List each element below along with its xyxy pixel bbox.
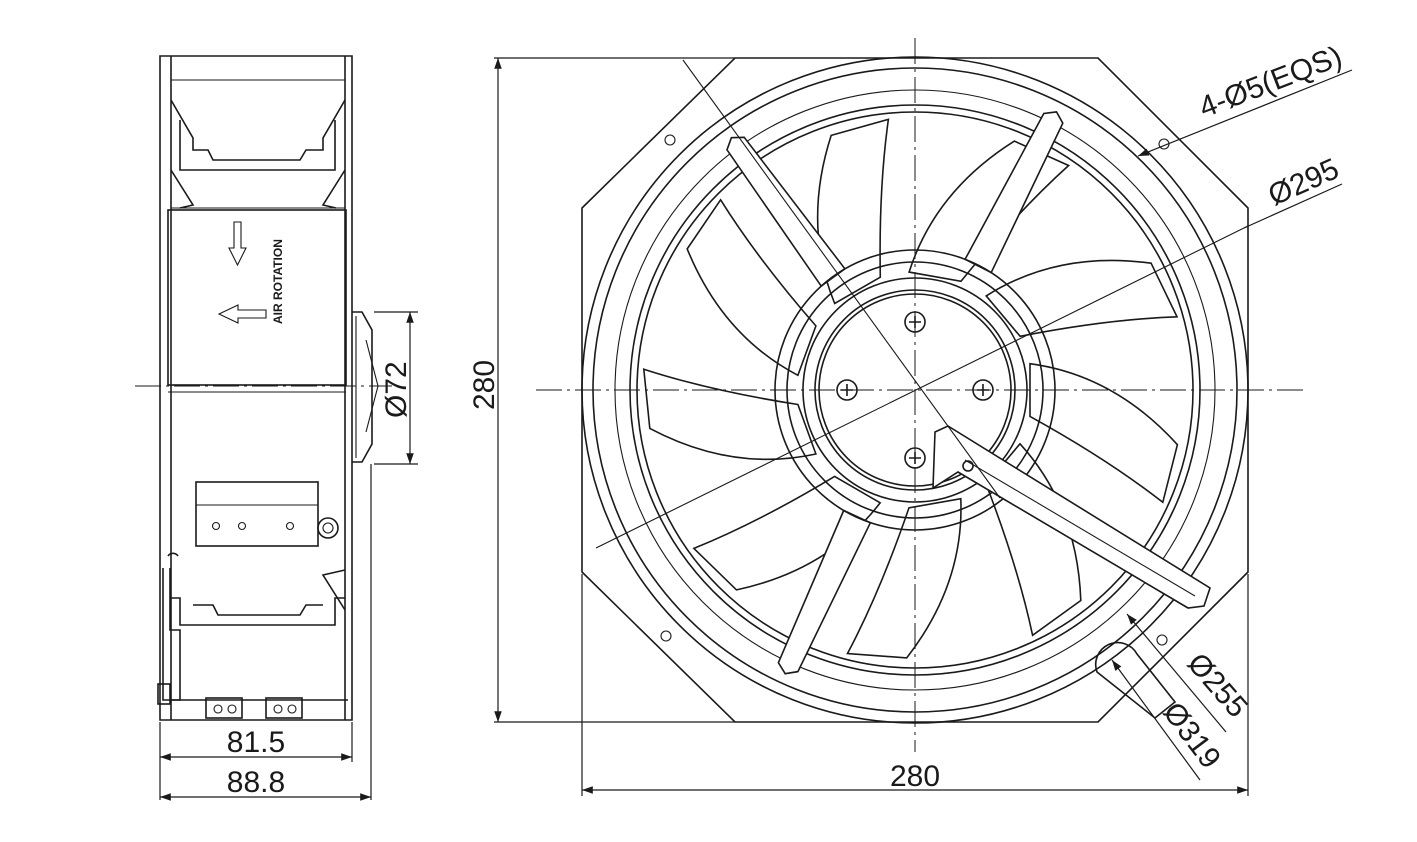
side-housing-outline: [159, 55, 353, 721]
fan-blades: [642, 118, 1179, 659]
mount-hole-icon: [660, 630, 672, 642]
mount-hole-icon: [664, 134, 676, 146]
cable-strut: [932, 425, 1211, 609]
dim-mount-holes: 4-Ø5(EQS): [1195, 40, 1347, 125]
fan-blade: [642, 368, 817, 461]
mount-hole-icon: [1156, 634, 1168, 646]
dim-hole-circle: Ø295: [1263, 152, 1343, 212]
terminal-block-right: [265, 697, 303, 719]
side-view: AIR ROTATION Ø72 81.5: [135, 55, 418, 801]
cable-gland-icon: [317, 517, 339, 539]
airflow-arrow-down-icon: [228, 221, 247, 267]
fan-struts: [726, 111, 1064, 675]
front-view: 280 280 4-Ø5(EQS) Ø295 Ø255 Ø319: [468, 38, 1353, 796]
dim-hub-diameter: Ø72: [380, 361, 413, 418]
fan-blade: [984, 259, 1179, 338]
front-frame: [581, 57, 1249, 723]
dim-width: 280: [890, 760, 940, 793]
side-hub: [352, 311, 373, 463]
air-rotation-label: AIR ROTATION: [271, 239, 285, 324]
dim-height: 280: [468, 360, 501, 410]
side-motor-panel: [167, 209, 347, 386]
fan-blade: [686, 198, 817, 377]
cable-outlet-slot: [1094, 641, 1177, 720]
dim-depth-inner: 81.5: [227, 726, 285, 759]
side-terminal-box: [195, 481, 319, 547]
fan-blade: [1029, 362, 1179, 504]
airflow-arrow-left-icon: [217, 304, 267, 324]
terminal-block-left: [205, 697, 243, 719]
dim-depth-outer: 88.8: [227, 766, 285, 799]
fan-blade: [846, 497, 962, 659]
